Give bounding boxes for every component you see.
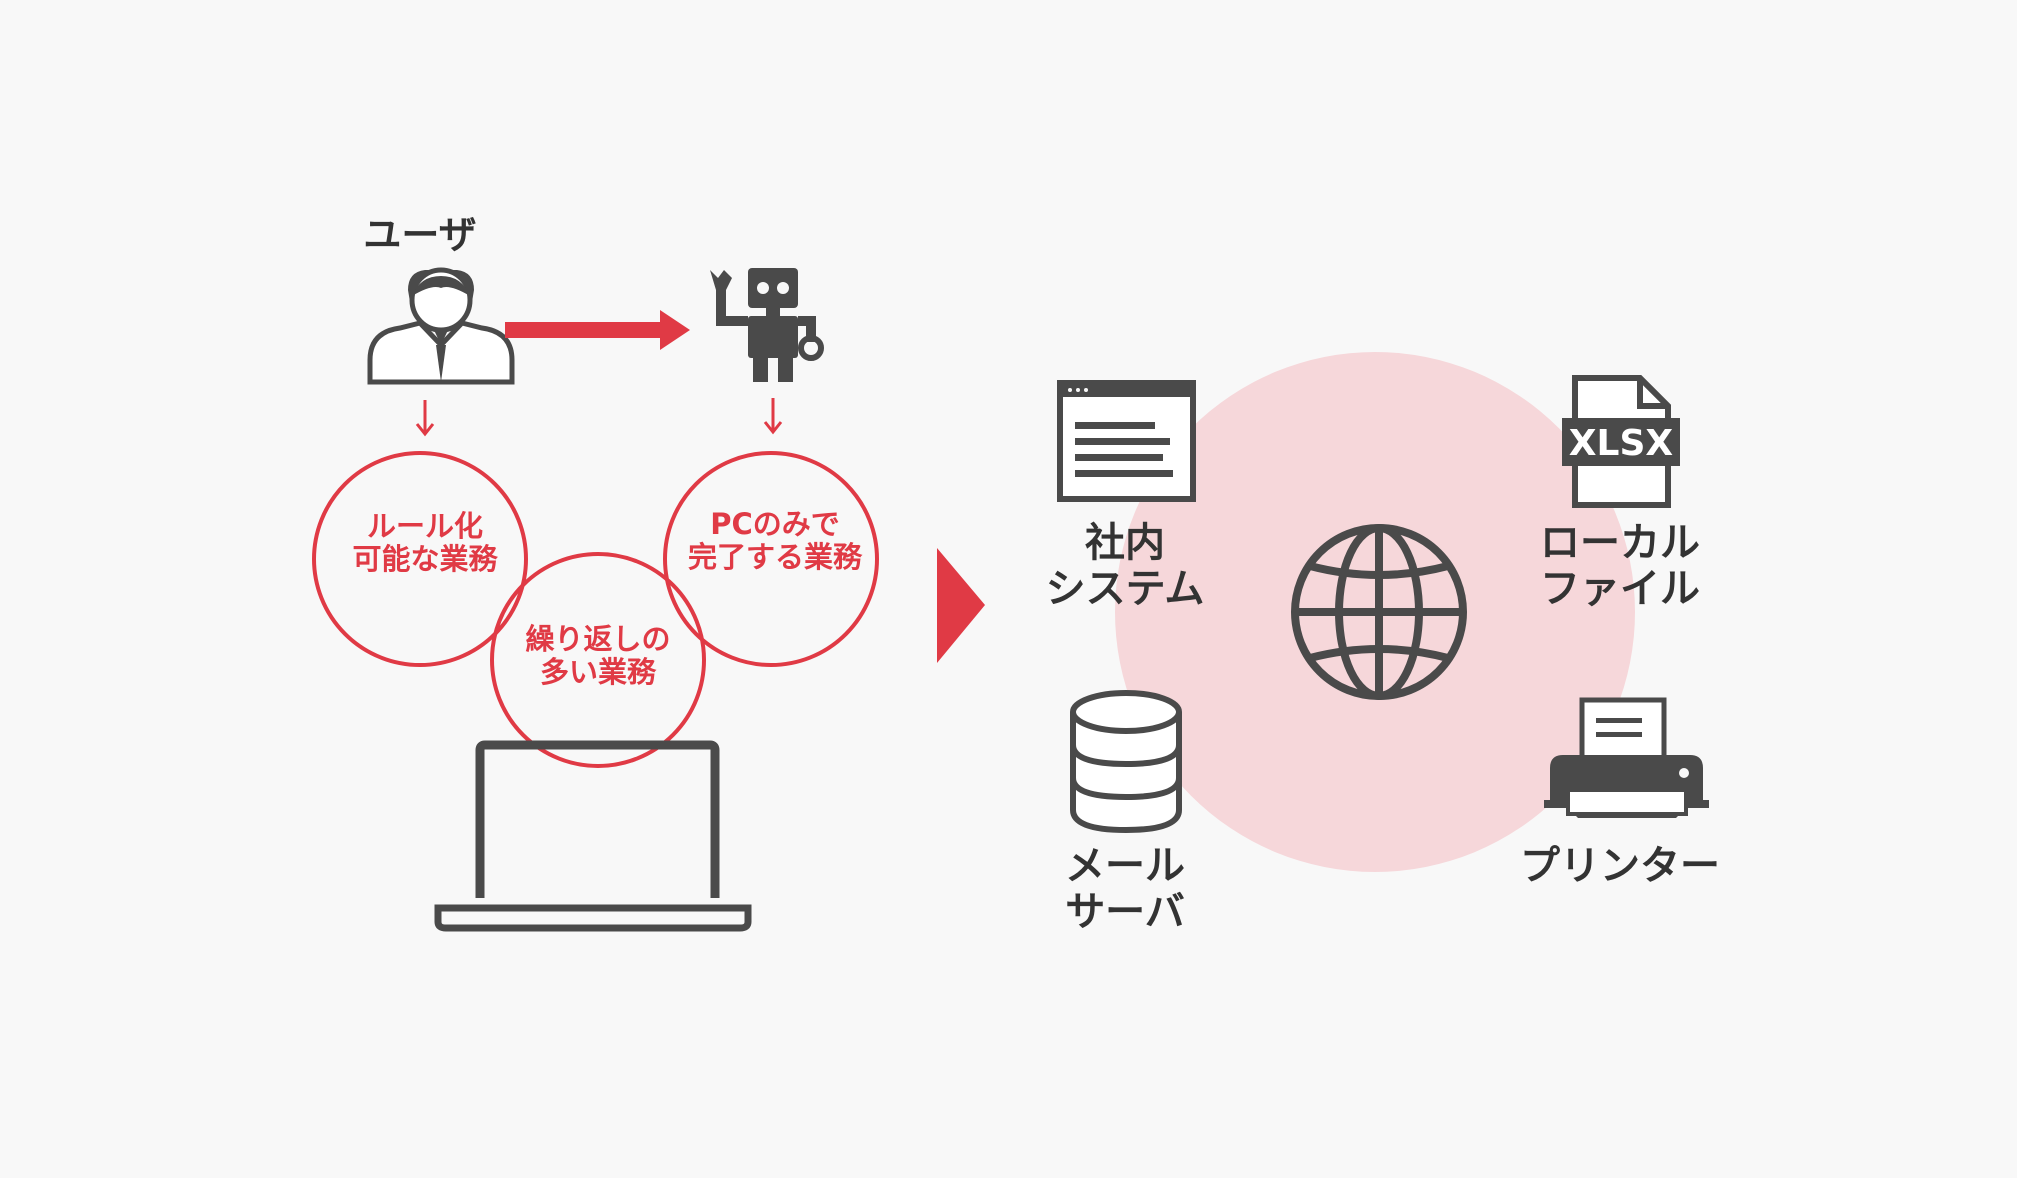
circle-pc-line2: 完了する業務	[687, 540, 862, 575]
circle-repeat	[490, 552, 706, 768]
down-arrow-robot	[763, 398, 783, 435]
window-icon	[1057, 380, 1196, 502]
xlsx-badge-text: XLSX	[1569, 423, 1674, 464]
circle-repeat-line1: 繰り返しの	[525, 622, 671, 656]
user-label: ユーザ	[363, 213, 477, 257]
xlsx-file-icon: XLSX	[1562, 375, 1680, 508]
mail-server-line2: サーバ	[1065, 889, 1185, 935]
local-file-label: ローカル ファイル	[1520, 520, 1720, 612]
robot-icon	[710, 268, 824, 382]
user-icon	[367, 267, 515, 385]
internal-system-line2: システム	[1045, 566, 1205, 612]
circle-repeat-line2: 多い業務	[539, 655, 656, 690]
circle-pc-label: PCのみで 完了する業務	[660, 507, 890, 575]
internal-system-label: 社内 システム	[1020, 520, 1230, 612]
circle-rule-line1: ルール化	[366, 509, 483, 543]
down-arrow-user	[415, 400, 435, 437]
circle-repeat-label: 繰り返しの 多い業務	[483, 622, 713, 690]
printer-label: プリンター	[1520, 843, 1720, 889]
circle-rule-label: ルール化 可能な業務	[310, 509, 540, 577]
circle-pc-line1: PCのみで	[710, 507, 840, 541]
local-file-line1: ローカル	[1540, 520, 1700, 566]
circle-rule-line2: 可能な業務	[352, 542, 498, 577]
internal-system-line1: 社内	[1085, 520, 1165, 566]
circle-rule	[312, 451, 528, 667]
venn-circles	[312, 451, 879, 768]
printer-icon	[1544, 697, 1709, 818]
automation-arrow	[505, 310, 690, 350]
globe-icon	[1291, 524, 1467, 700]
circle-pc	[663, 451, 879, 667]
local-file-line2: ファイル	[1540, 566, 1700, 612]
database-icon	[1070, 690, 1182, 834]
laptop-icon	[434, 740, 752, 932]
mail-server-line1: メール	[1065, 843, 1185, 889]
separator-triangle	[937, 548, 985, 663]
mail-server-label: メール サーバ	[1020, 843, 1230, 935]
